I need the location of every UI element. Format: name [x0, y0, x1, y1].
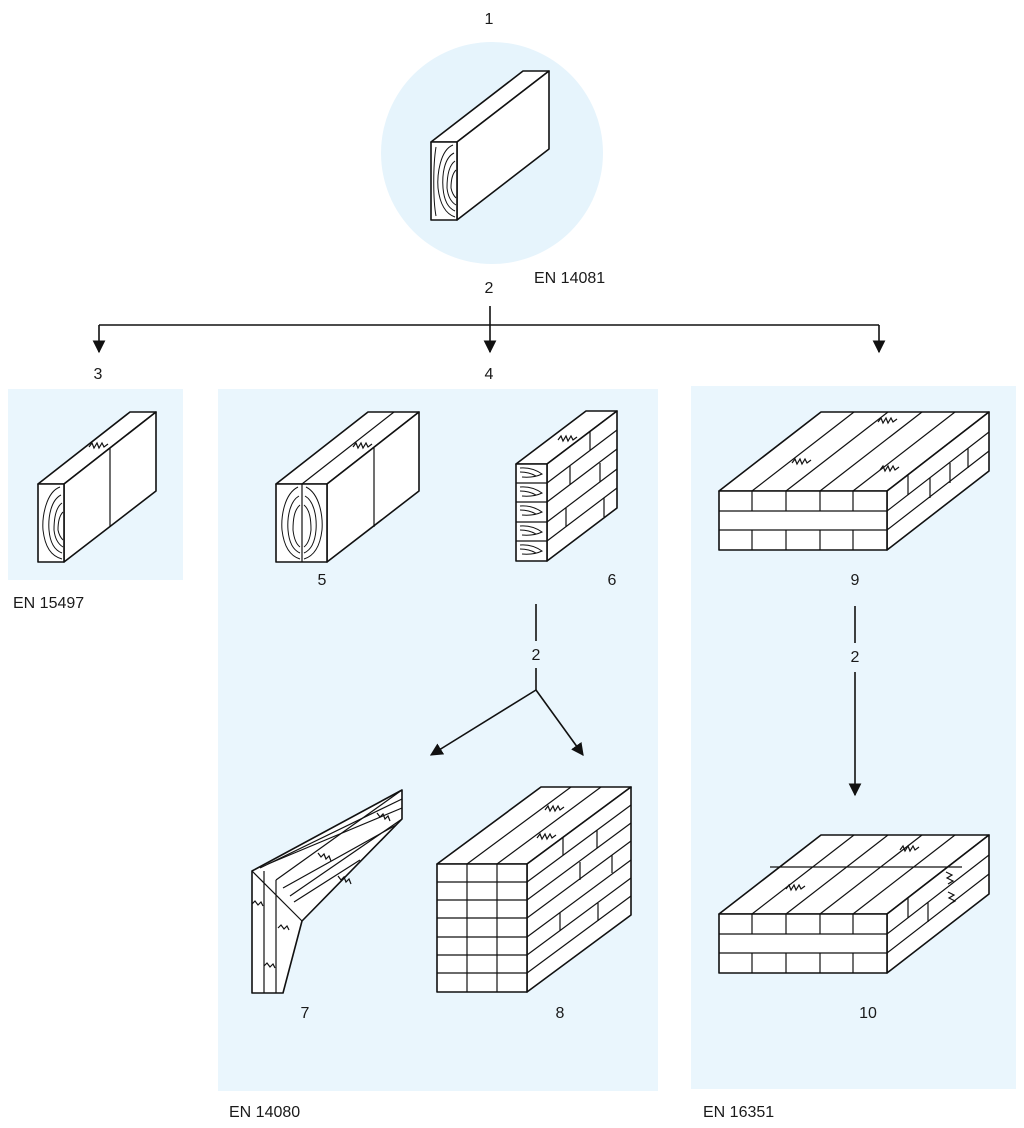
item-5-glued-duo-beam: [275, 411, 420, 563]
item-8-block-glulam: [436, 786, 632, 993]
standard-en-15497: EN 15497: [13, 595, 84, 612]
label-10: 10: [859, 1005, 877, 1022]
item-6-glulam-stack: [515, 410, 618, 562]
label-8: 8: [556, 1005, 565, 1022]
branch-connector: 2: [92, 280, 886, 354]
item-10-jointed-cross-laminated-panel: [718, 834, 990, 974]
item-1-solid-timber: [430, 70, 550, 221]
standard-en-16351: EN 16351: [703, 1104, 774, 1121]
item-7-tapered-glulam: [251, 789, 403, 994]
standard-en-14080: EN 14080: [229, 1104, 300, 1121]
right-connector: 2: [848, 606, 862, 797]
mid-connector: 2: [429, 604, 584, 757]
label-2-right: 2: [851, 649, 860, 666]
label-5: 5: [318, 572, 327, 589]
label-2-top: 2: [485, 280, 494, 297]
growth-rings: [433, 144, 457, 218]
label-4: 4: [485, 366, 494, 383]
label-2-mid: 2: [532, 647, 541, 664]
item-3-finger-jointed-timber: [37, 411, 157, 563]
label-9: 9: [851, 572, 860, 589]
label-3: 3: [94, 366, 103, 383]
standard-en-14081: EN 14081: [534, 270, 605, 287]
item-9-cross-laminated-panel: [718, 411, 990, 551]
label-7: 7: [301, 1005, 310, 1022]
label-1: 1: [485, 11, 494, 28]
label-6: 6: [608, 572, 617, 589]
